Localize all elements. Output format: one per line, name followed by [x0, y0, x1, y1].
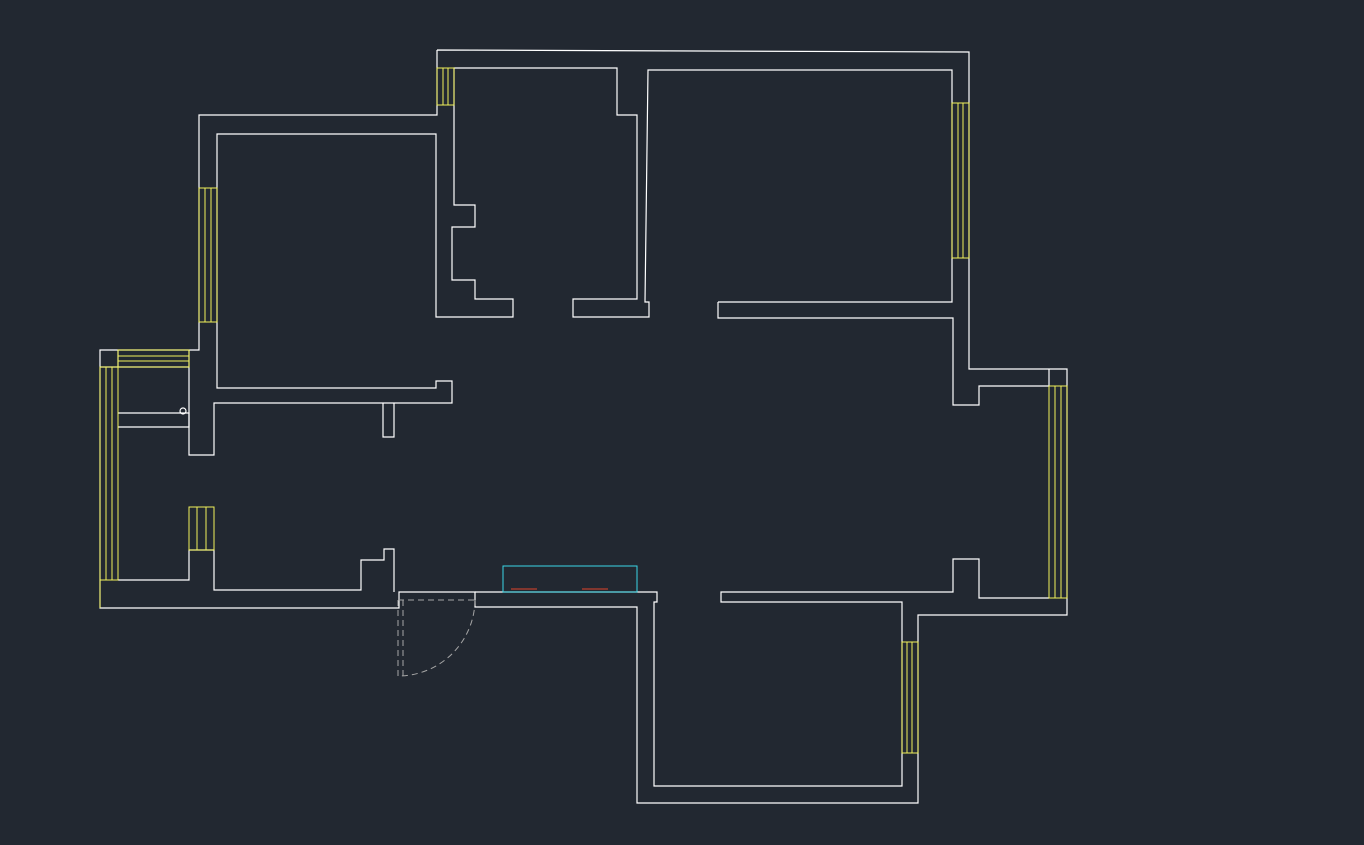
wall-corridor-stub — [382, 403, 395, 438]
outer-walls — [99, 49, 1068, 804]
door-swing-arc — [397, 599, 476, 677]
window-lower-left — [188, 506, 215, 551]
window-master-bedroom — [951, 102, 970, 259]
window-balcony-top — [117, 349, 190, 368]
wall-master-bedroom-box — [453, 67, 953, 318]
outer-wall-outline — [99, 49, 1068, 804]
wall-closet-left — [188, 105, 514, 456]
entry-cabinet — [502, 565, 638, 593]
shelf-knob-marker — [179, 407, 187, 415]
wall-lower-left-room — [118, 548, 395, 592]
window-balcony-left — [99, 366, 119, 608]
window-top-closet — [436, 67, 455, 106]
window-lower-right-room — [901, 641, 919, 754]
cabinet-outline — [502, 565, 638, 593]
entrance-door — [397, 599, 476, 677]
windows — [99, 67, 1068, 754]
window-left-bedroom — [198, 187, 218, 323]
wall-left-balcony-shelf — [118, 412, 190, 428]
wall-living-right — [475, 558, 1049, 787]
wall-left-balcony — [117, 350, 189, 368]
inner-walls — [100, 67, 1050, 787]
wall-master-bedroom-inner — [717, 302, 1049, 406]
window-living-right — [1048, 385, 1068, 599]
